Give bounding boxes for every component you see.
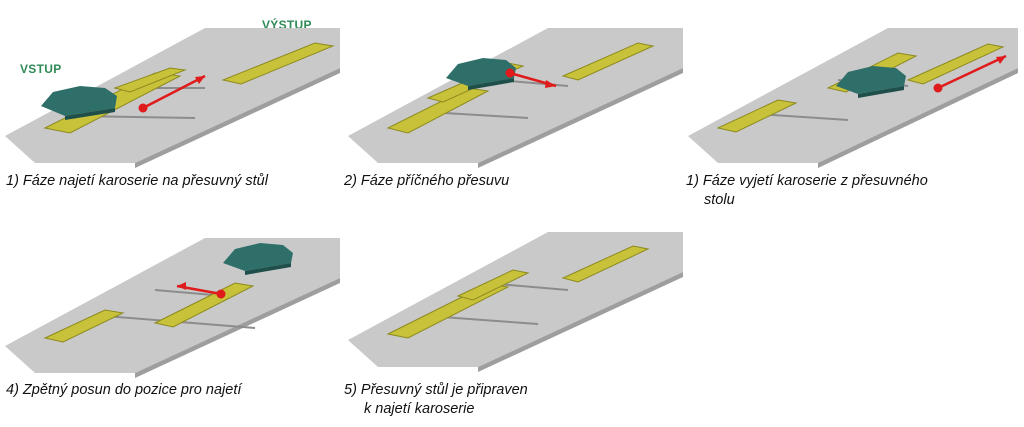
- direction-arrow-icon: [933, 54, 1007, 93]
- phase-panel-2: [348, 28, 683, 168]
- direction-arrow-icon: [138, 74, 206, 113]
- car-body-icon: [836, 66, 906, 98]
- transfer-table-icon: [43, 282, 255, 343]
- phase-panel-5: [348, 232, 683, 372]
- output-rails: [906, 43, 1005, 85]
- platform-edge: [135, 278, 340, 378]
- phase-1-diagram: [5, 28, 340, 168]
- platform-edge: [478, 68, 683, 168]
- phase-2-diagram: [348, 28, 683, 168]
- caption-phase-3-line-1: 1) Fáze vyjetí karoserie z přesuvného: [686, 173, 928, 189]
- car-body-icon: [41, 86, 117, 120]
- output-rails: [561, 245, 650, 283]
- phase-panel-3: [688, 28, 1018, 168]
- phase-5-diagram: [348, 232, 683, 372]
- caption-phase-1: 1) Fáze najetí karoserie na přesuvný stů…: [6, 173, 268, 189]
- direction-arrow-icon: [176, 282, 226, 299]
- platform-edge: [818, 68, 1018, 168]
- caption-phase-5-line-2: k najetí karoserie: [364, 401, 475, 417]
- platform-edge: [135, 68, 340, 168]
- phase-panel-4: [5, 238, 340, 378]
- platform: [5, 28, 340, 163]
- phase-4-diagram: [5, 238, 340, 378]
- caption-phase-4: 4) Zpětný posun do pozice pro najetí: [6, 382, 242, 398]
- caption-phase-2: 2) Fáze příčného přesuvu: [344, 173, 510, 189]
- transfer-table-icon: [386, 269, 530, 339]
- direction-arrow-icon: [505, 68, 557, 88]
- output-rails: [561, 42, 655, 81]
- caption-phase-5-line-1: 5) Přesuvný stůl je připraven: [344, 382, 528, 398]
- caption-phase-3-line-2: stolu: [704, 192, 735, 208]
- floor-line: [497, 283, 569, 291]
- phase-3-diagram: [688, 28, 1018, 168]
- phase-panel-1: [5, 28, 340, 168]
- floor-line: [757, 113, 849, 121]
- platform-edge: [478, 272, 683, 372]
- input-label: VSTUP: [20, 62, 62, 76]
- car-body-icon: [223, 243, 293, 275]
- output-rails: [221, 42, 335, 85]
- car-body-icon: [446, 58, 516, 90]
- platform: [688, 28, 1018, 163]
